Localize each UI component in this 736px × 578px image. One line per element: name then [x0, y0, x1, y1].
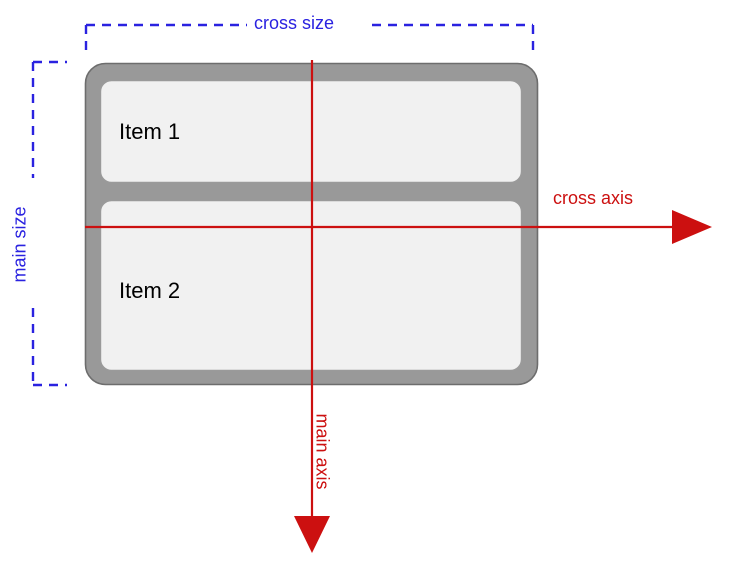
cross-axis-arrowhead — [672, 210, 712, 244]
main-axis-arrow — [294, 60, 330, 553]
main-axis-arrowhead — [294, 516, 330, 553]
cross-size-label: cross size — [254, 13, 335, 33]
cross-axis-arrow — [85, 210, 712, 244]
main-axis-label: main axis — [312, 413, 333, 490]
cross-size-bracket — [84, 23, 535, 57]
main-size-label: main size — [9, 206, 30, 283]
cross-axis-label: cross axis — [553, 188, 634, 208]
flex-item-2-label: Item 2 — [119, 278, 181, 303]
flex-item-1-label: Item 1 — [119, 119, 181, 144]
main-size-bracket — [31, 60, 67, 387]
